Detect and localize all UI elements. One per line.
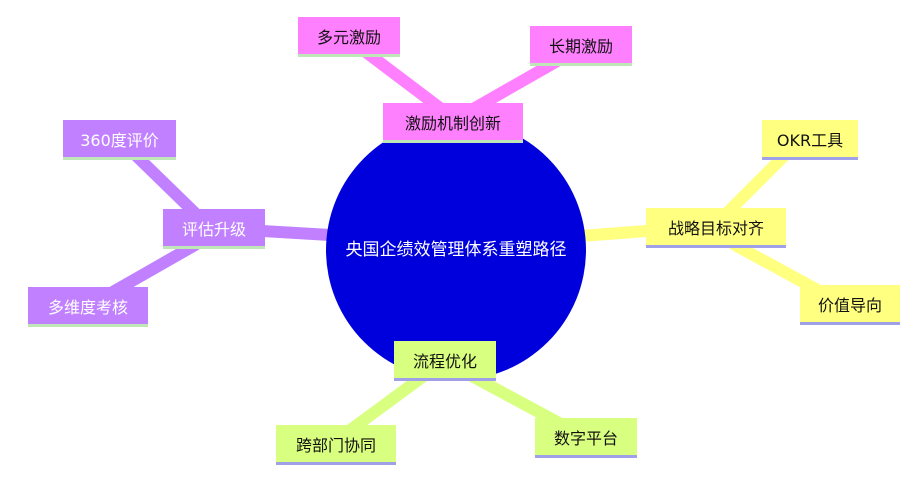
leaf-value-oriented-label: 价值导向 xyxy=(817,295,882,315)
leaf-360-evaluation[interactable]: 360度评价 xyxy=(63,120,176,160)
leaf-digital-platform-label: 数字平台 xyxy=(553,428,618,448)
branch-strategy[interactable]: 战略目标对齐 xyxy=(646,208,786,248)
leaf-okr-tool-label: OKR工具 xyxy=(776,130,844,150)
branch-evaluation-label: 评估升级 xyxy=(181,219,246,239)
leaf-multi-incentive-label: 多元激励 xyxy=(316,27,381,47)
center-topic-label: 央国企绩效管理体系重塑路径 xyxy=(345,240,567,260)
branch-process[interactable]: 流程优化 xyxy=(394,341,496,381)
leaf-cross-department[interactable]: 跨部门协同 xyxy=(276,425,396,465)
leaf-value-oriented[interactable]: 价值导向 xyxy=(800,285,900,325)
leaf-long-term-incentive-label: 长期激励 xyxy=(548,36,613,56)
leaf-multi-dimension-label: 多维度考核 xyxy=(47,297,128,317)
leaf-okr-tool[interactable]: OKR工具 xyxy=(762,120,858,160)
leaf-multi-incentive[interactable]: 多元激励 xyxy=(298,17,400,57)
leaf-multi-dimension[interactable]: 多维度考核 xyxy=(28,287,148,327)
branch-strategy-label: 战略目标对齐 xyxy=(667,218,764,238)
leaf-cross-department-label: 跨部门协同 xyxy=(295,435,376,455)
branch-evaluation[interactable]: 评估升级 xyxy=(163,209,265,249)
center-topic[interactable]: 央国企绩效管理体系重塑路径 xyxy=(326,120,586,380)
leaf-digital-platform[interactable]: 数字平台 xyxy=(535,418,637,458)
branch-incentive[interactable]: 激励机制创新 xyxy=(383,103,523,143)
branch-incentive-label: 激励机制创新 xyxy=(404,113,501,133)
branch-process-label: 流程优化 xyxy=(412,351,477,371)
leaf-long-term-incentive[interactable]: 长期激励 xyxy=(530,26,632,66)
leaf-360-evaluation-label: 360度评价 xyxy=(80,130,159,150)
